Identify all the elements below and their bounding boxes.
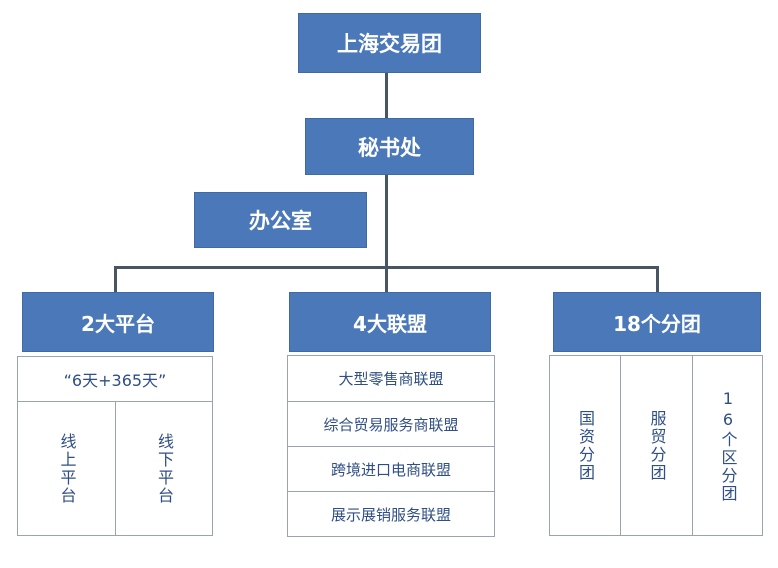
connector-platforms (114, 266, 117, 292)
alliance-divider (288, 446, 494, 447)
alliance-item: 综合贸易服务商联盟 (323, 415, 459, 434)
platform-online-label: 线上平台 (57, 432, 77, 505)
alliance-divider (288, 401, 494, 402)
group-districts-label: 16个区分团 (718, 388, 738, 503)
alliance-item: 大型零售商联盟 (338, 369, 444, 388)
platforms-subtitle: “6天+365天” (63, 371, 167, 390)
connector-root-secretariat (385, 72, 388, 118)
secretariat-node: 秘书处 (305, 118, 474, 175)
alliance-item: 跨境进口电商联盟 (330, 460, 451, 479)
groups-panel: 国资分团 服贸分团 16个区分团 (549, 355, 763, 536)
alliances-title: 4大联盟 (289, 292, 491, 352)
groups-column-divider (692, 356, 693, 535)
connector-groups (656, 266, 659, 292)
group-service-trade-label: 服贸分团 (647, 409, 667, 482)
groups-title: 18个分团 (553, 292, 761, 352)
connector-secretariat-trunk (385, 175, 388, 267)
alliance-item: 展示展销服务联盟 (330, 505, 451, 524)
platform-offline-label: 线下平台 (155, 432, 174, 505)
alliance-divider (288, 491, 494, 492)
platforms-column-divider (115, 401, 116, 535)
group-service-trade: 服贸分团 (621, 356, 692, 535)
alliances-panel: 大型零售商联盟 综合贸易服务商联盟 跨境进口电商联盟 展示展销服务联盟 (287, 355, 495, 537)
root-node: 上海交易团 (298, 13, 481, 73)
office-node: 办公室 (194, 192, 367, 248)
platforms-panel: “6天+365天” 线上平台 线下平台 (17, 356, 213, 536)
group-districts: 16个区分团 (693, 356, 762, 535)
platform-online: 线上平台 (18, 402, 115, 535)
platform-offline: 线下平台 (116, 402, 212, 535)
group-state-owned: 国资分团 (550, 356, 620, 535)
connector-alliances (385, 266, 388, 292)
groups-column-divider (620, 356, 621, 535)
group-state-owned-label: 国资分团 (576, 409, 595, 482)
platforms-title: 2大平台 (22, 292, 214, 352)
